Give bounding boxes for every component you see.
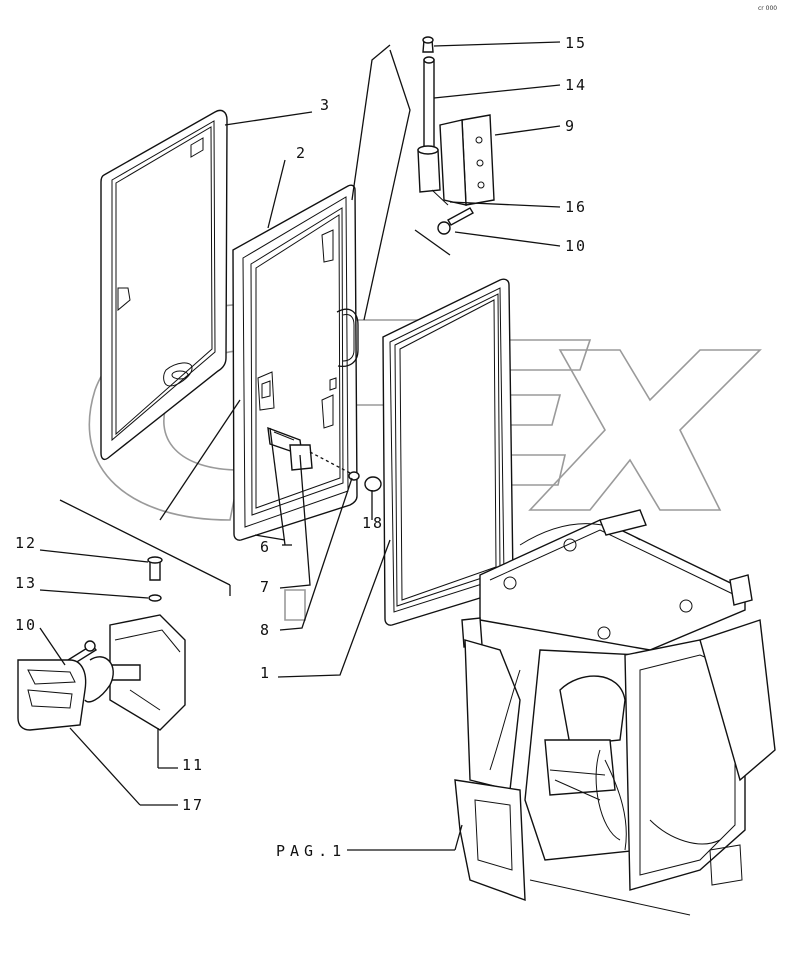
callout-11: 11 [182, 756, 204, 774]
door-frame [232, 184, 359, 541]
callout-10-top: 10 [565, 237, 587, 255]
window-glass-panel [100, 109, 228, 461]
callout-18: 18 [362, 514, 384, 532]
leader-lines [39, 41, 561, 851]
callout-labels: 3 2 15 14 9 16 10 12 13 10 6 7 8 1 18 11… [15, 34, 587, 860]
door-latch-parts [17, 556, 186, 731]
callout-10-left: 10 [15, 616, 37, 634]
callout-14: 14 [565, 76, 587, 94]
callout-8: 8 [260, 621, 271, 639]
callout-13: 13 [15, 574, 37, 592]
callout-16: 16 [565, 198, 587, 216]
reference-label: PAG.1 [276, 842, 346, 860]
hinge-pin-assembly [267, 426, 382, 492]
callout-17: 17 [182, 796, 204, 814]
callout-12: 12 [15, 534, 37, 552]
callout-2: 2 [296, 144, 307, 162]
callout-7: 7 [260, 578, 271, 596]
callout-9: 9 [565, 117, 576, 135]
cab-assembly [454, 509, 776, 916]
callout-1: 1 [260, 664, 271, 682]
hinge-assembly [417, 36, 495, 235]
callout-15: 15 [565, 34, 587, 52]
corner-mark: cr 000 [758, 5, 777, 12]
callout-3: 3 [320, 96, 331, 114]
callout-6: 6 [260, 538, 271, 556]
